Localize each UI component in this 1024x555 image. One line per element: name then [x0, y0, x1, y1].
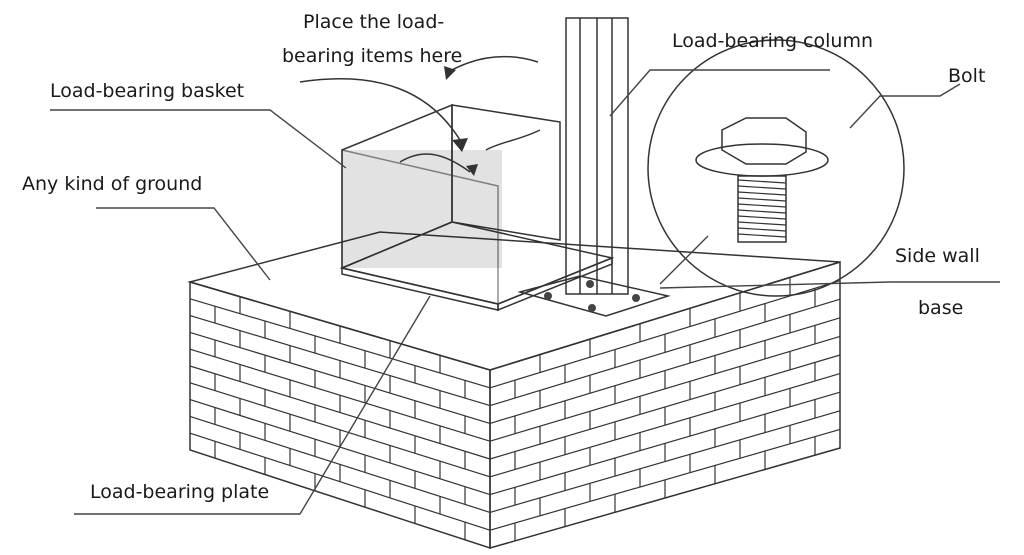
label-side-wall: Side wall — [895, 245, 980, 267]
bolt-detail — [647, 39, 905, 297]
brick-pattern-left — [189, 296, 491, 540]
label-load-bearing-plate: Load-bearing plate — [90, 481, 269, 503]
brick-right-face — [489, 260, 841, 549]
bolt-washer — [695, 143, 829, 177]
label-load-bearing-basket: Load-bearing basket — [50, 80, 244, 102]
label-bolt: Bolt — [948, 65, 985, 87]
label-base: base — [918, 297, 963, 319]
load-bearing-column — [565, 17, 629, 295]
brick-left-face — [189, 280, 491, 550]
label-any-kind-of-ground: Any kind of ground — [22, 173, 202, 195]
bolt-thread — [737, 175, 787, 243]
column-base-plate — [517, 275, 671, 317]
label-load-bearing-column: Load-bearing column — [672, 30, 873, 52]
leader-lines — [50, 69, 1000, 515]
labels: Place the load- bearing items here Load-… — [22, 11, 985, 503]
bolt-head — [721, 117, 807, 165]
ground-surface — [187, 231, 841, 371]
brick-pattern-right — [489, 277, 841, 541]
label-place-items-line2: bearing items here — [282, 45, 462, 67]
label-place-items-line1: Place the load- — [303, 11, 444, 33]
placement-arrows — [299, 55, 541, 176]
brick-base — [187, 231, 841, 550]
